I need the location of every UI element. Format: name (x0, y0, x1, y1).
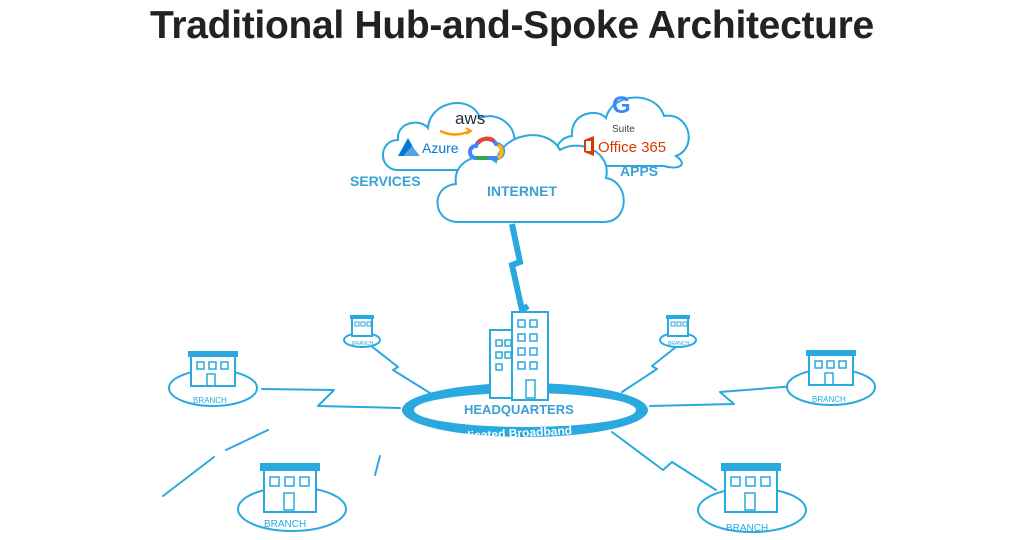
suite-logo-text: Suite (612, 124, 635, 135)
branch-label: BRANCH (264, 519, 306, 530)
branch-label: BRANCH (193, 396, 227, 405)
google-g-icon: G (612, 92, 631, 119)
headquarters-label: HEADQUARTERS (464, 402, 574, 417)
branch-bottom-right: BRANCH (697, 463, 807, 534)
branch-mid-right: BRANCH (786, 350, 876, 406)
dedicated-broadband-label: Dedicated Broadband (448, 423, 573, 443)
internet-label: INTERNET (487, 183, 557, 199)
services-label: SERVICES (350, 173, 421, 189)
branch-label: BRANCH (812, 395, 846, 404)
branch-label: BRANCH (726, 523, 768, 534)
aws-logo: aws (439, 109, 485, 136)
branch-small-right: BRANCH (659, 315, 697, 348)
internet-uplink (508, 223, 530, 315)
branch-mid-left: BRANCH (168, 351, 258, 407)
branch-label: BRANCH (668, 341, 690, 347)
office-365-logo-text: Office 365 (598, 139, 666, 156)
spoke-links (162, 344, 809, 497)
google-cloud-logo (468, 136, 505, 160)
office-365-logo: Office 365 (584, 136, 666, 156)
apps-label: APPS (620, 163, 658, 179)
azure-logo-text: Azure (422, 140, 459, 156)
aws-logo-text: aws (455, 109, 485, 128)
branch-bottom-left: BRANCH (237, 463, 347, 532)
headquarters-ring (402, 383, 648, 437)
page-title: Traditional Hub-and-Spoke Architecture (150, 4, 874, 47)
internet-cloud (436, 134, 625, 223)
g-suite-logo: G Suite (612, 92, 635, 135)
branch-small-left: BRANCH (343, 315, 381, 348)
branch-label: BRANCH (352, 341, 374, 347)
azure-logo: Azure (398, 138, 459, 156)
headquarters-building-icon (489, 311, 549, 401)
